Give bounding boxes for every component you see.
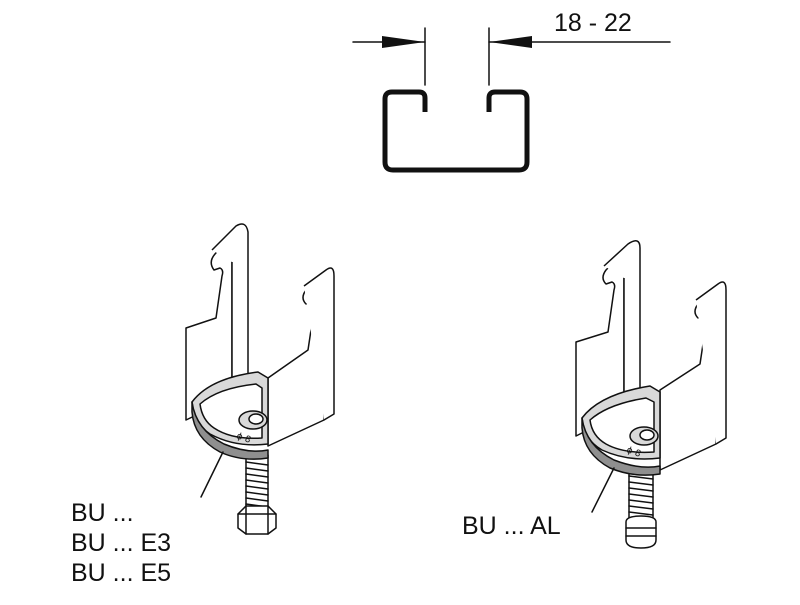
cable-clamp-right: ϕ 8 — [575, 240, 727, 549]
cable-clamp-left: ϕ 8 — [185, 223, 335, 535]
callout-leader-left — [200, 451, 224, 498]
round-screw-head-right — [625, 515, 657, 549]
dimension-arrow-right — [489, 36, 532, 48]
right-clamp-label: BU ... AL — [462, 512, 561, 540]
channel-profile — [382, 89, 530, 173]
callout-leader-right — [591, 467, 615, 513]
dimension-lines — [352, 27, 671, 86]
hex-nut-left — [237, 505, 277, 535]
threaded-screw-right — [628, 469, 654, 523]
left-clamp-label-2: BU ... E3 — [71, 529, 172, 557]
threaded-screw-left — [245, 454, 269, 514]
left-clamp-label-1: BU ... — [71, 499, 134, 527]
svg-text:ϕ 8: ϕ 8 — [625, 445, 642, 459]
dimension-arrow-left — [382, 36, 425, 48]
svg-text:ϕ 8: ϕ 8 — [235, 431, 252, 445]
left-clamp-label-3: BU ... E5 — [71, 559, 172, 587]
dimension-label: 18 - 22 — [554, 9, 632, 37]
